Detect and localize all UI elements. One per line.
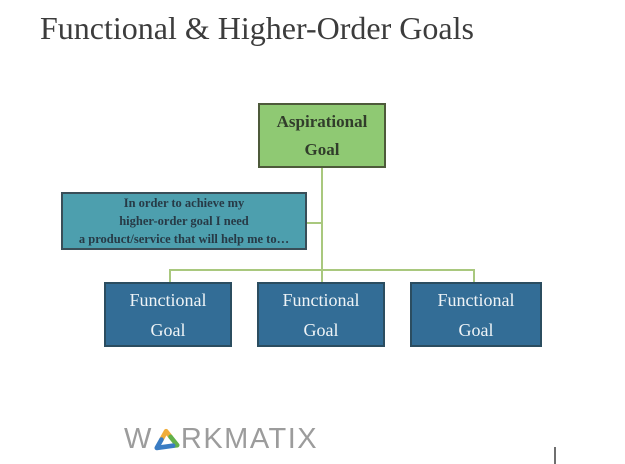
functional-goal-3-line1: Functional xyxy=(437,289,515,310)
connector-vertical-main xyxy=(321,167,323,282)
aspirational-goal-box: Aspirational Goal xyxy=(258,103,386,168)
functional-goal-box-1: Functional Goal xyxy=(104,282,232,347)
callout-box: In order to achieve my higher-order goal… xyxy=(61,192,307,250)
logo-text-prefix: W xyxy=(124,423,153,455)
callout-line1: In order to achieve my xyxy=(123,196,245,210)
connector-stub-right xyxy=(473,269,475,282)
functional-goal-1-line1: Functional xyxy=(129,289,207,310)
functional-goal-2-line2: Goal xyxy=(303,319,339,340)
workmatix-logo-icon xyxy=(154,428,180,451)
workmatix-logo: W RKMATIX xyxy=(124,423,318,456)
slide-title: Functional & Higher-Order Goals xyxy=(40,10,474,46)
functional-goal-box-3: Functional Goal xyxy=(410,282,542,347)
aspirational-goal-line1: Aspirational xyxy=(276,111,368,131)
functional-goal-1-line2: Goal xyxy=(150,319,186,340)
callout-line2: higher-order goal I need xyxy=(119,214,249,228)
functional-goal-2-line1: Functional xyxy=(282,289,360,310)
callout-line3: a product/service that will help me to… xyxy=(78,232,290,246)
connector-stub-left xyxy=(169,269,171,282)
connector-horizontal xyxy=(169,269,475,271)
caret-mark xyxy=(554,447,556,464)
functional-goal-box-2: Functional Goal xyxy=(257,282,385,347)
aspirational-goal-line2: Goal xyxy=(304,139,340,159)
logo-text-suffix: RKMATIX xyxy=(180,423,319,455)
connector-callout-stub xyxy=(307,222,321,224)
functional-goal-3-line2: Goal xyxy=(458,319,494,340)
